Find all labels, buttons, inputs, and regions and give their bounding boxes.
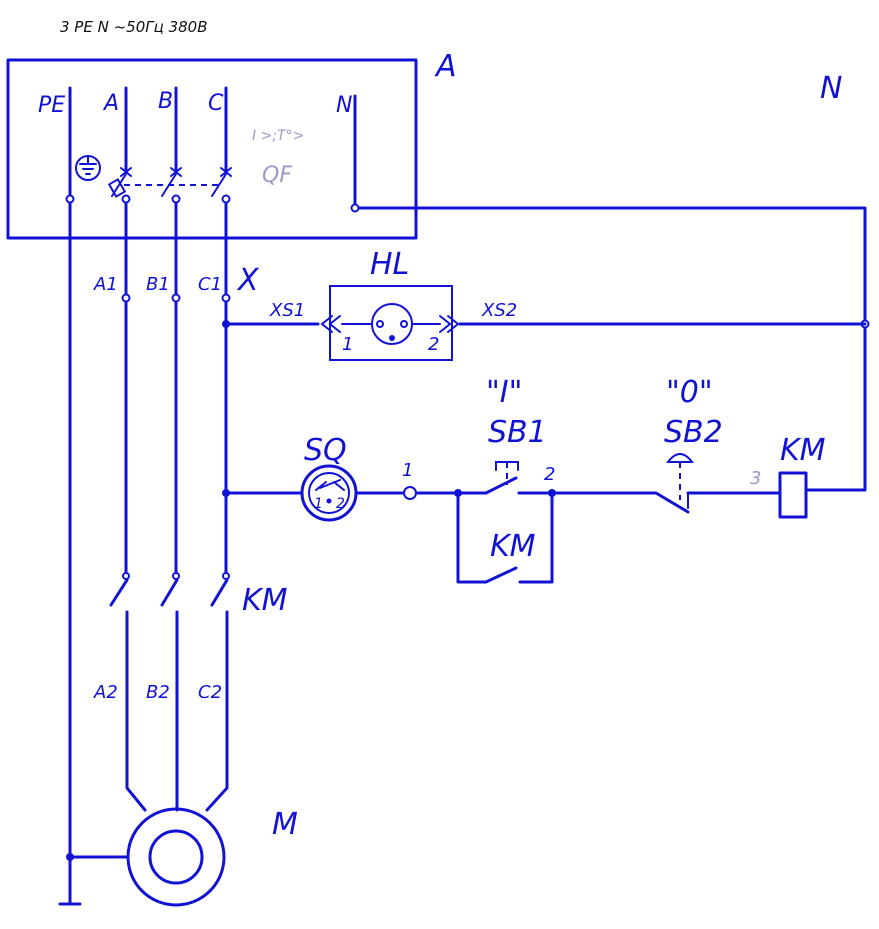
lamp-pin-1-label: 1 bbox=[342, 334, 353, 355]
breaker-c-terminal bbox=[221, 194, 231, 204]
panel-a-frame bbox=[6, 58, 418, 240]
lamp-icon bbox=[371, 303, 413, 345]
breaker-c-contact bbox=[211, 173, 227, 197]
phase-a2-label: A2 bbox=[93, 682, 118, 703]
phase-a1-label: A1 bbox=[93, 274, 118, 295]
phase-c1-label: C1 bbox=[198, 274, 222, 295]
km-contact-b-pivot bbox=[172, 572, 180, 580]
lamp-pin-2-label: 2 bbox=[428, 334, 439, 355]
limit-switch-pin-2: 2 bbox=[336, 496, 345, 512]
breaker-b-cross bbox=[170, 167, 182, 177]
limit-switch-pin-1: 1 bbox=[314, 496, 323, 512]
neutral-terminal bbox=[350, 203, 360, 213]
km-hold-contact-label: KM bbox=[490, 529, 536, 564]
limit-switch-center bbox=[326, 498, 332, 504]
lamp-label: HL bbox=[370, 247, 409, 282]
phase-b2-label: B2 bbox=[146, 682, 170, 703]
node-2-label: 2 bbox=[544, 464, 555, 485]
coil-km-icon bbox=[778, 471, 808, 519]
coil-km-label: KM bbox=[780, 433, 826, 468]
phase-c-wire bbox=[205, 86, 229, 812]
breaker-label: QF bbox=[262, 163, 292, 188]
breaker-a-terminal bbox=[121, 194, 131, 204]
breaker-c-cross bbox=[220, 167, 232, 177]
node-1-terminal[interactable] bbox=[403, 486, 417, 500]
motor-ground-junction bbox=[66, 853, 74, 861]
lamp-ground-icon bbox=[389, 335, 395, 341]
terminal-b-label: B bbox=[158, 89, 173, 114]
lamp-housing bbox=[329, 285, 453, 361]
neutral-bus-label: N bbox=[820, 71, 842, 106]
sb1-label: SB1 bbox=[488, 415, 547, 450]
pe-terminal bbox=[65, 194, 75, 204]
phase-b-wire bbox=[160, 86, 179, 812]
phase-c2-label: C2 bbox=[198, 682, 222, 703]
sb2-wire bbox=[550, 491, 782, 514]
limit-switch-inner bbox=[308, 472, 350, 514]
motor-outer bbox=[126, 807, 226, 907]
terminal-c-label: C bbox=[208, 91, 224, 116]
terminal-a-label: A bbox=[102, 91, 119, 116]
motor-label: M bbox=[272, 807, 298, 842]
breaker-a-cross bbox=[120, 167, 132, 177]
thermal-release-icon bbox=[107, 178, 127, 198]
sb2-label: SB2 bbox=[664, 415, 723, 450]
limit-switch-contact-icon bbox=[315, 479, 345, 491]
phase-b1-label: B1 bbox=[146, 274, 170, 295]
km-contact-c-pivot bbox=[222, 572, 230, 580]
km-hold-contact-wire bbox=[456, 491, 554, 584]
socket-xs1-label: XS1 bbox=[269, 300, 305, 321]
breaker-protection-label: I >;T°> bbox=[252, 128, 304, 144]
terminal-pe-label: PE bbox=[38, 93, 65, 118]
breaker-b-terminal bbox=[171, 194, 181, 204]
node-1-label: 1 bbox=[402, 460, 413, 481]
earth-icon bbox=[75, 155, 101, 181]
km-contact-a-pivot bbox=[122, 572, 130, 580]
panel-a-label: A bbox=[434, 49, 457, 84]
socket-xs2-label: XS2 bbox=[481, 300, 517, 321]
node-3-label: 3 bbox=[750, 468, 761, 489]
lamp-pin-1-icon bbox=[376, 320, 384, 328]
socket-xs2-icon bbox=[439, 315, 460, 333]
power-contacts-label: KM bbox=[242, 583, 288, 618]
motor-inner bbox=[148, 829, 204, 885]
limit-switch-icon bbox=[300, 464, 358, 522]
sb1-mark: "I" bbox=[486, 375, 522, 410]
sb1-contact bbox=[484, 476, 554, 495]
phase-a-wire bbox=[109, 86, 147, 812]
limit-switch-label: SQ bbox=[304, 433, 347, 468]
lamp-pin-2-icon bbox=[400, 320, 408, 328]
sb2-mark: "0" bbox=[666, 375, 713, 410]
neutral-wire bbox=[353, 94, 867, 492]
terminal-block-label: X bbox=[236, 263, 260, 298]
supply-label: 3 PE N ~50Гц 380В bbox=[60, 18, 208, 36]
terminal-b1 bbox=[171, 293, 181, 303]
terminal-n-label: N bbox=[336, 93, 352, 118]
terminal-c1 bbox=[221, 293, 231, 303]
sb2-mushroom-icon bbox=[665, 453, 695, 463]
terminal-a1 bbox=[121, 293, 131, 303]
